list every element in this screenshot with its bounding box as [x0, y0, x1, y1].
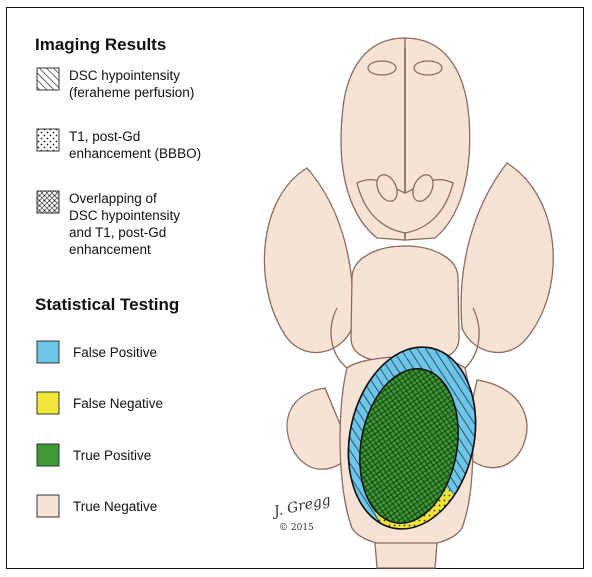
imaging-item-3-line-4: enhancement: [69, 242, 151, 257]
left-temporal-lobe: [264, 168, 353, 352]
pons: [351, 246, 459, 363]
imaging-item-3-line-3: and T1, post-Gd: [69, 225, 166, 240]
false-negative-swatch: [37, 392, 59, 414]
statistical-testing-title: Statistical Testing: [35, 295, 179, 314]
true-positive-swatch: [37, 444, 59, 466]
legend-imaging: Imaging Results DSC hypointensity (ferah…: [35, 35, 201, 257]
imaging-item-3-line-1: Overlapping of: [69, 191, 157, 206]
false-positive-label: False Positive: [73, 345, 157, 360]
false-positive-swatch: [37, 341, 59, 363]
true-negative-label: True Negative: [73, 499, 157, 514]
true-positive-label: True Positive: [73, 448, 151, 463]
imaging-item-1-line-2: (feraheme perfusion): [69, 85, 194, 100]
crosshatch-dot-swatch: [37, 191, 59, 213]
signature-name: J. Gregg: [270, 492, 333, 520]
imaging-results-title: Imaging Results: [35, 35, 166, 54]
diagonal-hatch-swatch: [37, 68, 59, 90]
imaging-item-1-line-1: DSC hypointensity: [69, 68, 180, 83]
right-temporal-lobe: [461, 163, 553, 352]
figure-frame: J. Gregg © 2015 Imaging Results DSC hypo…: [6, 7, 584, 569]
legend-statistical: Statistical Testing False Positive False…: [35, 295, 179, 517]
imaging-item-3-line-2: DSC hypointensity: [69, 208, 180, 223]
dot-pattern-swatch: [37, 129, 59, 151]
false-negative-label: False Negative: [73, 396, 163, 411]
artist-signature: J. Gregg © 2015: [270, 492, 333, 533]
imaging-item-2-line-2: enhancement (BBBO): [69, 146, 201, 161]
imaging-item-2-line-1: T1, post-Gd: [69, 129, 140, 144]
true-negative-swatch: [37, 495, 59, 517]
signature-year: © 2015: [279, 523, 314, 533]
figure-svg: J. Gregg © 2015 Imaging Results DSC hypo…: [7, 8, 585, 570]
